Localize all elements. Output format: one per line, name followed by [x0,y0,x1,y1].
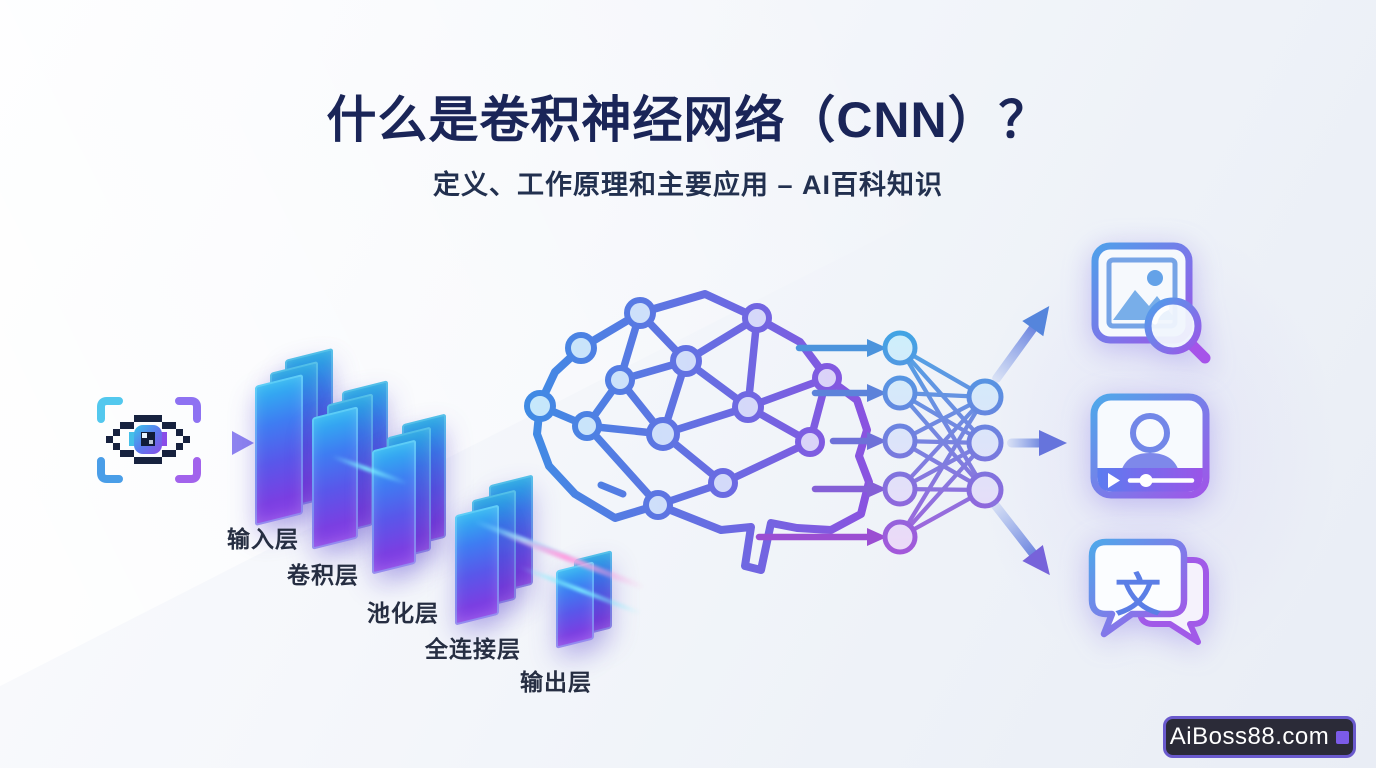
image-search-icon [1091,242,1211,364]
chat-bubble-front [1088,538,1188,638]
magnifier-icon [1144,297,1211,364]
pixel-eye-scan-icon [97,397,201,483]
layer-label-input: 输入层 [227,526,299,552]
layer-panel [312,406,358,550]
scan-frame-corners [97,397,201,483]
page-title: 什么是卷积神经网络（CNN）？ [326,92,1050,148]
layer-label-pool: 池化层 [367,600,439,626]
layer-panel [255,374,303,526]
watermark-badge: AiBoss88.com [1163,716,1356,758]
video-player-person-icon [1090,393,1210,499]
input-arrow-icon [197,431,254,455]
brain-to-network-arrows [755,339,887,546]
layer-panel [455,504,499,626]
translate-glyph: 文 [1115,569,1161,621]
brain-nodes [524,297,842,520]
progress-knob [1139,474,1153,487]
page-subtitle: 定义、工作原理和主要应用 – AI百科知识 [432,170,944,200]
output-arrow-mid [1007,430,1067,456]
translate-chat-icon: 文 [1088,538,1209,645]
play-icon [1108,473,1120,488]
layer-panel [372,439,416,575]
person-head [1130,413,1170,453]
output-arrow-down [990,500,1050,576]
dense-network-nodes [882,330,1004,555]
layer-label-conv: 卷积层 [287,562,359,588]
layer-label-output: 输出层 [520,669,592,695]
layer-label-fc: 全连接层 [425,636,521,662]
pixel-eye-iris [129,425,167,454]
watermark-square-icon [1336,730,1350,744]
output-arrow-up [992,305,1050,383]
watermark-text: AiBoss88.com [1169,723,1330,750]
sun-dot [1147,270,1163,286]
neural-network-brain-icon [524,290,1067,576]
pixel-eye-outline [106,415,190,464]
